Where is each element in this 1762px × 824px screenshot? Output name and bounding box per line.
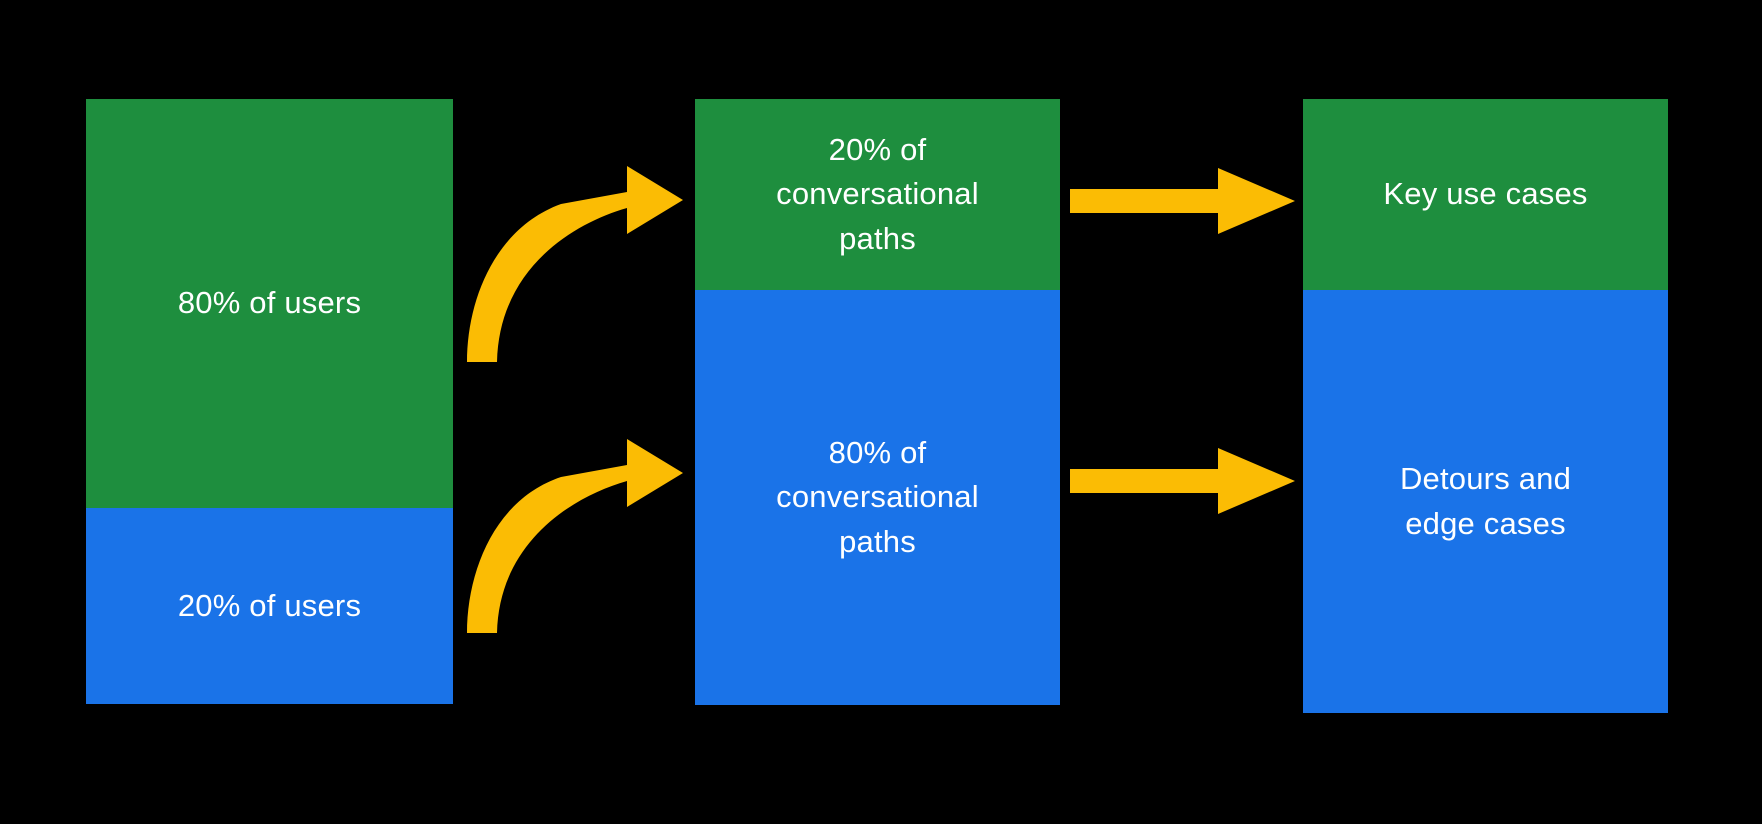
bar-users: 80% of users 20% of users — [86, 99, 453, 704]
segment-outcome-key: Key use cases — [1303, 99, 1668, 290]
segment-outcome-detours: Detours and edge cases — [1303, 290, 1668, 713]
segment-outcome-key-label: Key use cases — [1383, 176, 1588, 212]
segment-users-majority: 80% of users — [86, 99, 453, 508]
bar-outcomes: Key use cases Detours and edge cases — [1303, 99, 1668, 713]
segment-paths-majority-label: 80% of conversational paths — [776, 435, 979, 559]
bar-conversational-paths: 20% of conversational paths 80% of conve… — [695, 99, 1060, 705]
curved-arrow-icon-top — [467, 166, 683, 362]
segment-paths-minority: 20% of conversational paths — [695, 99, 1060, 290]
segment-users-majority-label: 80% of users — [177, 285, 362, 321]
segment-users-minority: 20% of users — [86, 508, 453, 704]
segment-paths-majority: 80% of conversational paths — [695, 290, 1060, 705]
straight-arrow-icon-bottom — [1070, 448, 1295, 514]
curved-arrow-icon-bottom — [467, 439, 683, 633]
straight-arrow-icon-top — [1070, 168, 1295, 234]
segment-outcome-detours-label: Detours and edge cases — [1399, 461, 1572, 541]
segment-paths-minority-label: 20% of conversational paths — [776, 132, 979, 256]
segment-users-minority-label: 20% of users — [177, 587, 362, 623]
